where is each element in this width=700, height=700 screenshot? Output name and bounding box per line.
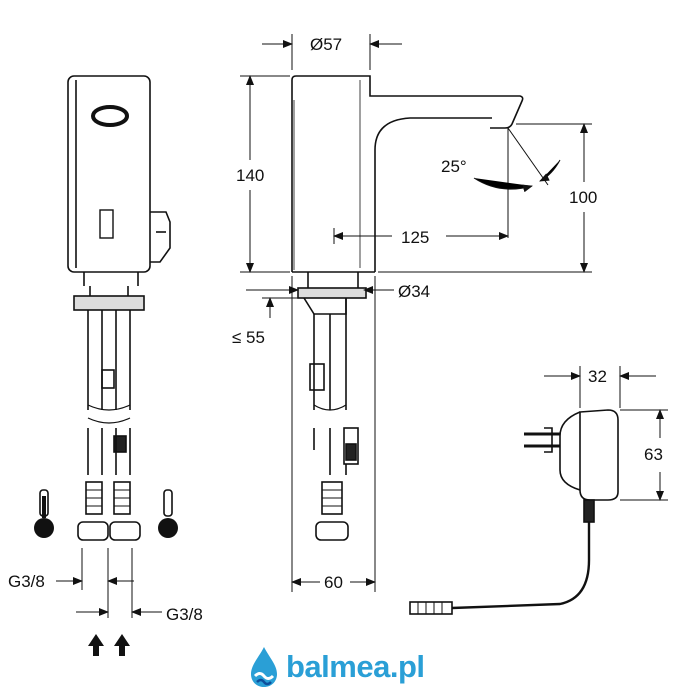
dimension-max55: ≤ 55 — [232, 328, 265, 347]
dimension-d57: Ø57 — [310, 35, 342, 54]
dimension-g38-right: G3/8 — [166, 605, 203, 624]
dimension-reach: 125 — [401, 228, 429, 247]
front-view — [67, 75, 171, 541]
side-view — [291, 75, 524, 541]
dimension-reach-lines — [333, 228, 509, 244]
brand-logo: balmea.pl — [248, 644, 425, 690]
dimension-w60-lines — [291, 276, 376, 592]
dimension-angle: 25° — [441, 157, 467, 176]
dimension-h100-lines — [378, 123, 592, 273]
dimension-d57-lines — [262, 34, 402, 70]
dimension-w32: 32 — [588, 367, 607, 386]
dimension-h63: 63 — [644, 445, 663, 464]
brand-name: balmea.pl — [286, 649, 425, 684]
dimension-angle-lines — [473, 127, 561, 238]
dimension-h100: 100 — [569, 188, 597, 207]
dimension-h63-lines — [620, 409, 668, 501]
dimension-d34: Ø34 — [398, 282, 430, 301]
dimension-max55-lines — [262, 297, 298, 318]
dimension-g38-left: G3/8 — [8, 572, 45, 591]
arrow-up-icon — [88, 634, 104, 656]
dimension-g38-left-lines — [56, 548, 162, 618]
water-drop-logo-icon — [251, 647, 277, 687]
dimension-h140: 140 — [236, 166, 264, 185]
thermometer-cold-icon — [158, 489, 178, 538]
arrow-up-icon — [114, 634, 130, 656]
dimension-w32-lines — [544, 366, 656, 408]
dimension-w60: 60 — [324, 573, 343, 592]
dimension-h140-lines — [240, 75, 290, 273]
thermometer-hot-icon — [34, 489, 54, 538]
power-adapter — [409, 409, 619, 615]
